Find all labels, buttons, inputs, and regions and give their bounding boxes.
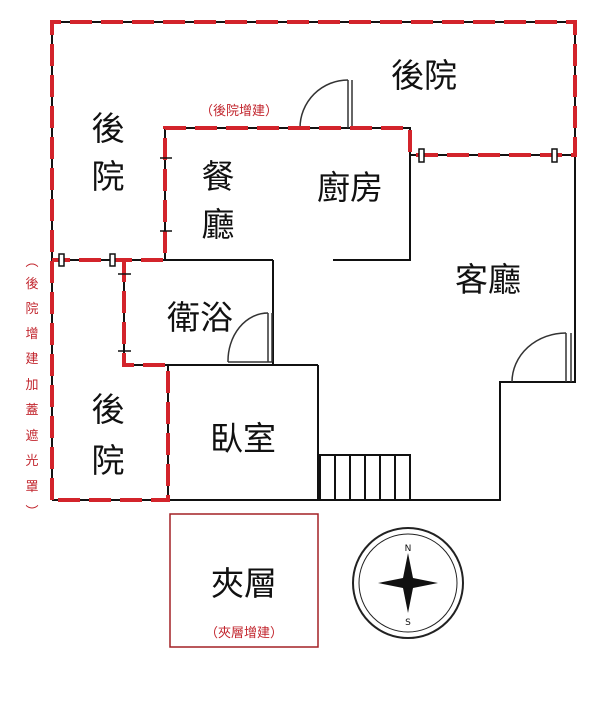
vertical-note-char: 蓋 bbox=[25, 403, 38, 418]
label-dining-1: 餐 bbox=[202, 157, 235, 196]
room-labels: 後院 後 院 餐 廳 廚房 客廳 衛浴 後 院 臥室 夾層 bbox=[92, 56, 522, 603]
label-mezzanine: 夾層 bbox=[211, 564, 277, 603]
note-backyard-addition: （後院增建） bbox=[200, 104, 278, 119]
vertical-note-char: 增 bbox=[25, 327, 38, 342]
window-ticks bbox=[58, 148, 558, 352]
compass-north-label: N bbox=[405, 544, 412, 554]
compass-north-point bbox=[402, 553, 414, 583]
label-backyard-lower-2: 院 bbox=[92, 441, 125, 480]
door-backyard bbox=[299, 79, 353, 129]
vertical-note-char: 院 bbox=[25, 302, 38, 317]
label-dining-2: 廳 bbox=[202, 205, 235, 244]
door-bathroom bbox=[227, 312, 273, 363]
label-backyard-top: 後院 bbox=[391, 56, 457, 95]
compass-icon: N S bbox=[352, 527, 464, 639]
door-living bbox=[511, 332, 572, 383]
vertical-note-char: 遮 bbox=[25, 428, 38, 444]
stairs bbox=[319, 454, 411, 501]
vertical-note-char: 加 bbox=[25, 378, 38, 393]
dining-kitchen-wall bbox=[165, 127, 411, 261]
vertical-note-char: 後 bbox=[25, 277, 38, 292]
label-backyard-left-2: 院 bbox=[92, 157, 125, 196]
label-kitchen: 廚房 bbox=[317, 168, 383, 207]
compass-west-point bbox=[378, 577, 408, 589]
note-mezzanine-addition: （夾層增建） bbox=[205, 626, 283, 641]
addition-outlines bbox=[50, 20, 577, 502]
label-living: 客廳 bbox=[455, 260, 521, 299]
vertical-note-char: ︶ bbox=[25, 505, 38, 520]
backyard-lower-outline bbox=[52, 260, 170, 502]
note-vertical: ︵ 後 院 增 建 加 蓋 遮 光 罩 ︶ bbox=[25, 255, 38, 520]
compass-south-point bbox=[402, 583, 414, 613]
doors bbox=[227, 79, 572, 383]
label-bathroom: 衛浴 bbox=[167, 298, 233, 337]
label-bedroom: 臥室 bbox=[210, 419, 276, 458]
window-tick bbox=[418, 148, 425, 163]
window-tick bbox=[551, 148, 558, 163]
window-tick bbox=[58, 253, 65, 267]
backyard-addition-outline bbox=[50, 20, 577, 500]
label-backyard-lower-1: 後 bbox=[92, 390, 125, 429]
window-tick bbox=[109, 253, 116, 267]
mezzanine-outline bbox=[169, 513, 319, 648]
vertical-note-char: 罩 bbox=[25, 480, 38, 495]
vertical-note-char: 光 bbox=[25, 454, 38, 469]
label-backyard-left-1: 後 bbox=[92, 109, 125, 148]
vertical-note-char: 建 bbox=[25, 352, 38, 367]
compass-east-point bbox=[408, 577, 438, 589]
compass-south-label: S bbox=[405, 618, 411, 628]
vertical-note-char: ︵ bbox=[25, 255, 38, 270]
